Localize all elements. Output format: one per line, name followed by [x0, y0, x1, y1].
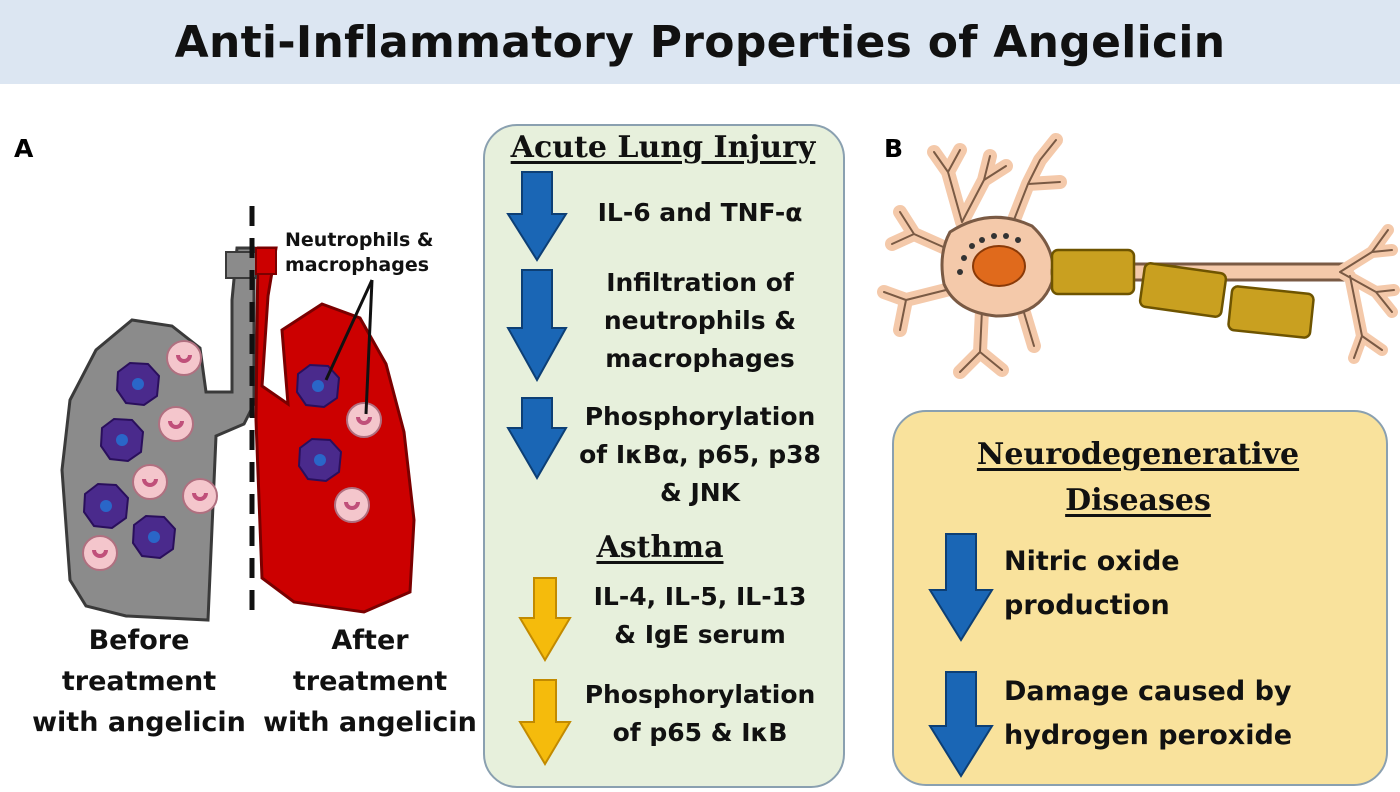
- annotation-pointers: [324, 279, 374, 415]
- item-line: Phosphorylation: [584, 680, 816, 709]
- heading-line: Neurodegenerative: [976, 437, 1300, 472]
- item-line: macrophages: [605, 344, 795, 373]
- panel-b-letter: B: [884, 134, 904, 163]
- down-arrow-icon: [506, 171, 568, 262]
- item-line: & JNK: [659, 478, 741, 507]
- down-arrow-icon: [518, 577, 572, 662]
- item-line: & IgE serum: [614, 620, 786, 649]
- cells-annotation: Neutrophils & macrophages: [285, 228, 433, 278]
- myelin-sheaths: [1050, 248, 1315, 339]
- title-banner: Anti-Inflammatory Properties of Angelici…: [0, 0, 1400, 84]
- asthma-item: Phosphorylation of p65 & IκB: [570, 676, 830, 752]
- annotation-line: Neutrophils &: [285, 229, 434, 251]
- neuro-item: Nitric oxide production: [1004, 540, 1304, 628]
- lung-item: IL-6 and TNF-α: [570, 194, 830, 232]
- item-line: of p65 & IκB: [612, 718, 788, 747]
- item-line: Infiltration of: [606, 268, 794, 297]
- lung-item: Phosphorylation of IκBα, p65, p38 & JNK: [566, 398, 834, 512]
- neurodegenerative-heading: Neurodegenerative Diseases: [902, 432, 1374, 524]
- heading-line: Diseases: [1065, 483, 1211, 518]
- item-line: neutrophils &: [603, 306, 797, 335]
- annotation-line: macrophages: [285, 254, 430, 276]
- item-line: hydrogen peroxide: [1004, 720, 1293, 751]
- neutrophil-cells-before: [82, 340, 218, 571]
- lung-after-treatment: [254, 246, 416, 614]
- item-line: IL-4, IL-5, IL-13: [593, 582, 807, 611]
- down-arrow-icon: [928, 533, 994, 642]
- page-title: Anti-Inflammatory Properties of Angelici…: [174, 16, 1226, 68]
- lung-illustration: [60, 206, 416, 622]
- item-line: of IκBα, p65, p38: [579, 440, 821, 469]
- caption-line: After: [331, 625, 409, 656]
- macrophage-cells-before: [82, 361, 177, 560]
- caption-line: treatment: [292, 666, 448, 697]
- nucleus: [972, 245, 1026, 287]
- caption-line: with angelicin: [263, 707, 477, 738]
- neutrophil-cells-after: [334, 402, 382, 523]
- after-caption: After treatment with angelicin: [254, 620, 486, 743]
- down-arrow-icon: [518, 679, 572, 766]
- item-line: production: [1004, 590, 1170, 621]
- asthma-heading: Asthma: [596, 530, 724, 565]
- down-arrow-icon: [506, 397, 568, 480]
- item-line: Phosphorylation: [584, 402, 816, 431]
- caption-line: treatment: [61, 666, 217, 697]
- down-arrow-icon: [506, 269, 568, 383]
- item-line: Damage caused by: [1004, 676, 1292, 707]
- caption-line: with angelicin: [32, 707, 246, 738]
- before-caption: Before treatment with angelicin: [14, 620, 264, 743]
- asthma-item: IL-4, IL-5, IL-13 & IgE serum: [570, 578, 830, 654]
- item-line: IL-6 and TNF-α: [597, 198, 803, 227]
- item-line: Nitric oxide: [1004, 546, 1180, 577]
- panel-a-letter: A: [14, 134, 34, 163]
- neuro-item: Damage caused by hydrogen peroxide: [1004, 670, 1334, 758]
- caption-line: Before: [88, 625, 190, 656]
- lung-item: Infiltration of neutrophils & macrophage…: [570, 264, 830, 378]
- down-arrow-icon: [928, 671, 994, 778]
- acute-lung-injury-heading: Acute Lung Injury: [510, 130, 816, 165]
